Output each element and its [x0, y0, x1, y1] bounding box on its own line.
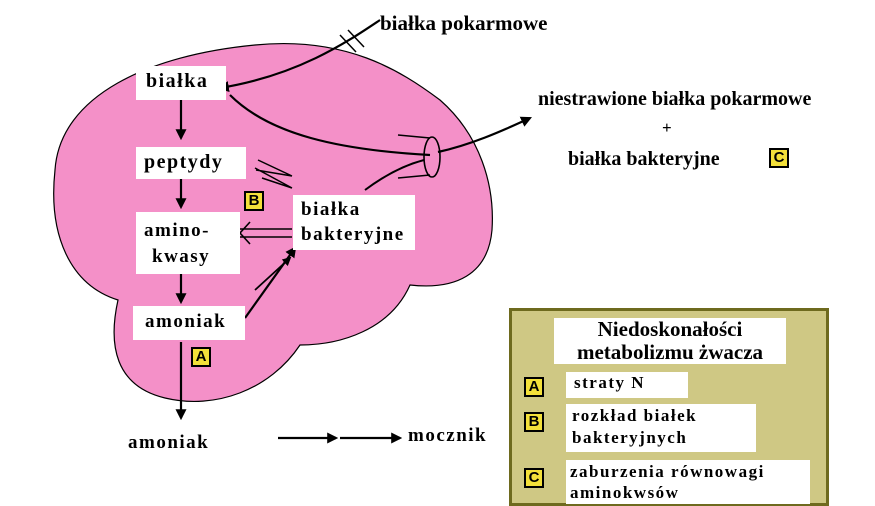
legend-item-b-line2: bakteryjnych	[572, 427, 756, 449]
label-plus: +	[662, 118, 672, 138]
legend-item-c-line1: zaburzenia równowagi	[570, 461, 810, 482]
badge-b: B	[244, 191, 264, 211]
label-bialka: białka	[136, 66, 226, 100]
legend-badge-c: C	[524, 468, 544, 488]
label-bialka-bakteryjne-out: białka bakteryjne	[568, 148, 720, 171]
label-peptydy: peptydy	[136, 147, 246, 179]
legend-item-b-text: rozkład białek bakteryjnych	[566, 404, 756, 452]
legend-title-line1: Niedoskonałości	[554, 318, 786, 341]
legend-badge-b: B	[524, 412, 544, 432]
label-bialka-bakteryjne: białka bakteryjne	[293, 195, 415, 250]
label-mocznik: mocznik	[408, 425, 487, 447]
label-aminokwasy-line2: kwasy	[144, 244, 240, 270]
legend-item-b-line1: rozkład białek	[572, 405, 756, 427]
legend-item-a-text: straty N	[566, 372, 688, 398]
legend-item-c-text: zaburzenia równowagi aminokwsów	[566, 460, 810, 504]
label-aminokwasy: amino- kwasy	[136, 212, 240, 274]
label-bialka-bakteryjne-line2: bakteryjne	[301, 223, 415, 248]
label-bialka-bakteryjne-line1: białka	[301, 198, 415, 223]
badge-c: C	[769, 148, 789, 168]
legend-badge-a: A	[524, 377, 544, 397]
label-bialka-pokarmowe: białka pokarmowe	[380, 11, 547, 35]
label-aminokwasy-line1: amino-	[144, 218, 240, 244]
legend-item-c-line2: aminokwsów	[570, 482, 810, 503]
badge-a: A	[191, 347, 211, 367]
label-amoniak-inner: amoniak	[133, 306, 245, 340]
rumen-shape	[54, 44, 493, 402]
legend-title: Niedoskonałości metabolizmu żwacza	[554, 318, 786, 364]
label-niestrawione: niestrawione białka pokarmowe	[538, 88, 811, 111]
legend-title-line2: metabolizmu żwacza	[554, 341, 786, 364]
label-amoniak-outer: amoniak	[128, 432, 209, 454]
